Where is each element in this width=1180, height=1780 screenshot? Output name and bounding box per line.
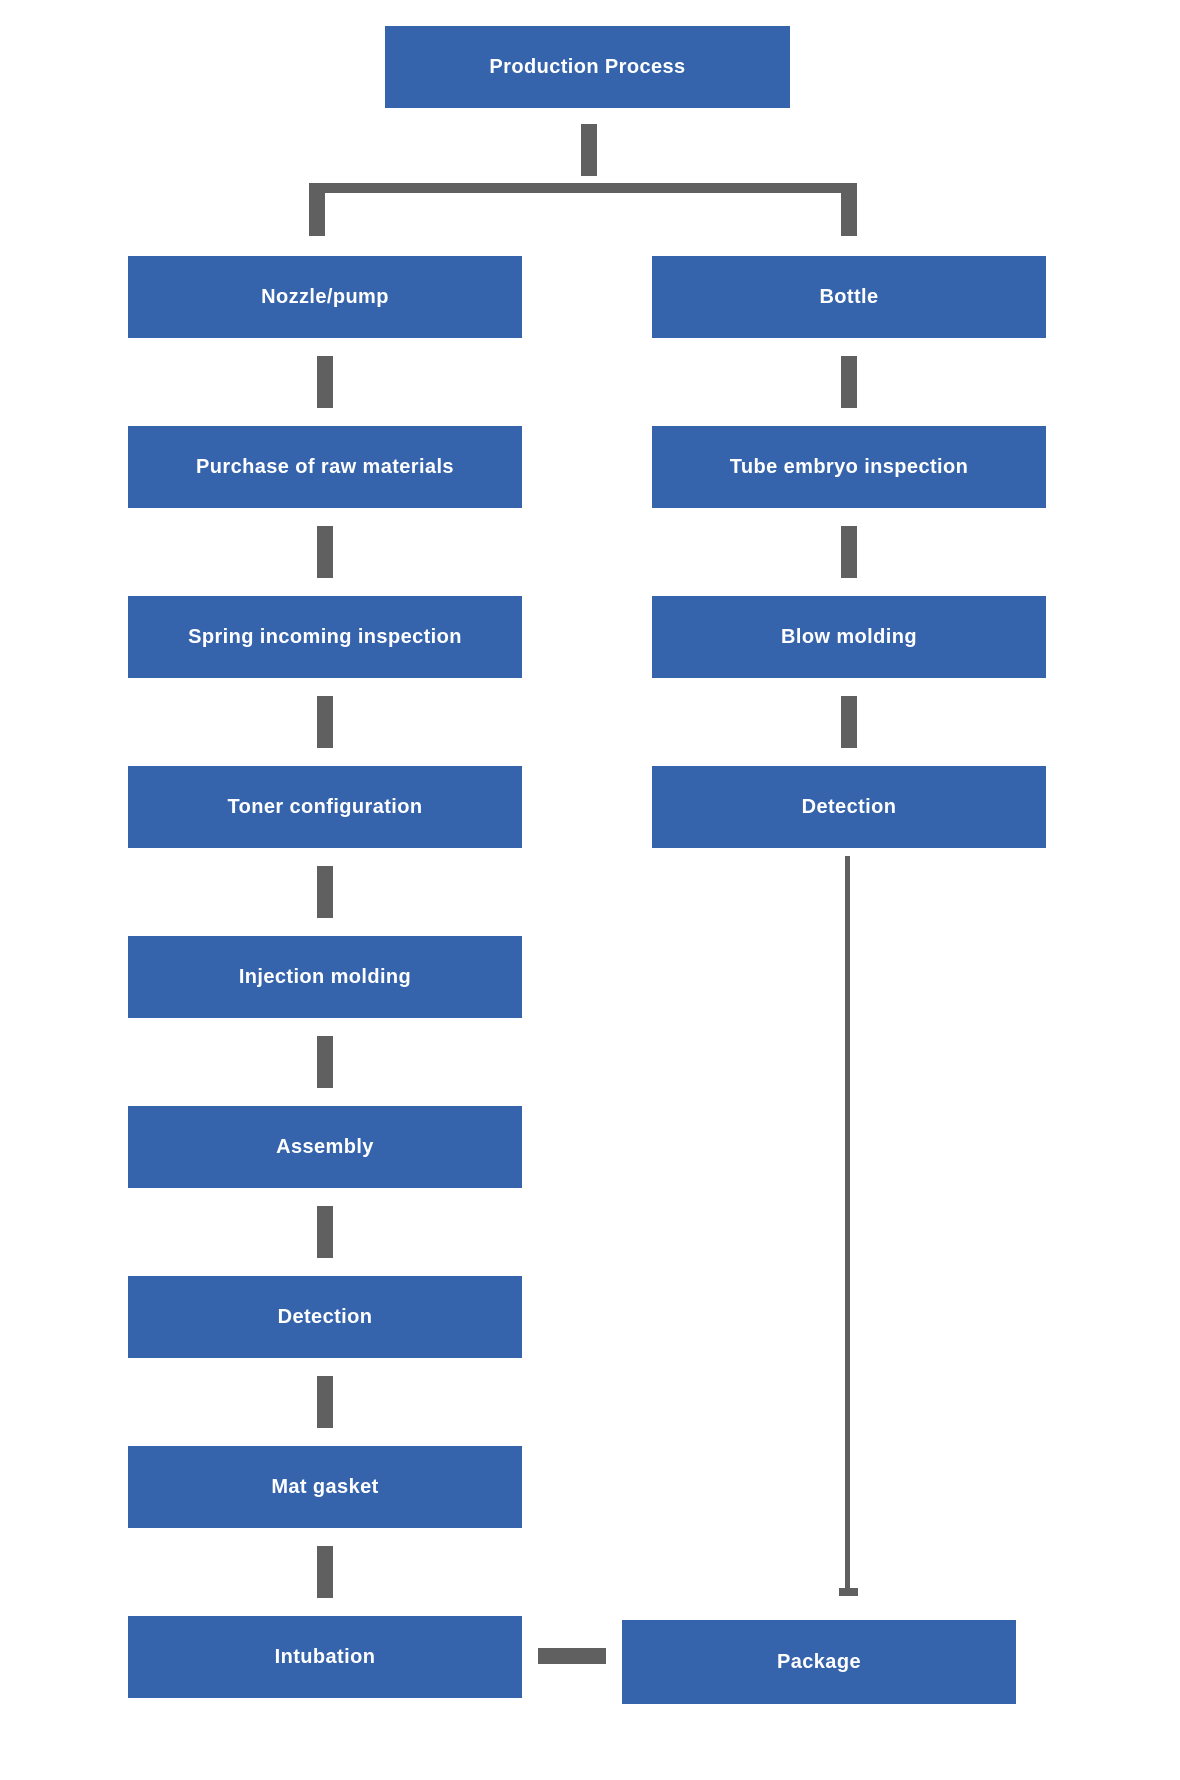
connector-left-4 (317, 866, 333, 918)
connector-left-3 (317, 696, 333, 748)
connector-intubation-to-package (538, 1648, 606, 1664)
node-toner-configuration: Toner configuration (128, 766, 522, 848)
node-production-process-label: Production Process (489, 56, 686, 78)
node-detection-left: Detection (128, 1276, 522, 1358)
node-tube-embryo-inspection: Tube embryo inspection (652, 426, 1046, 508)
node-purchase-raw-materials: Purchase of raw materials (128, 426, 522, 508)
connector-left-branch-stub (309, 183, 325, 236)
node-injection-molding-label: Injection molding (238, 966, 412, 988)
connector-detection-to-package-cap (839, 1588, 858, 1596)
node-intubation: Intubation (128, 1616, 522, 1698)
node-assembly-label: Assembly (276, 1136, 374, 1158)
connector-right-3 (841, 696, 857, 748)
node-package: Package (622, 1620, 1016, 1704)
connector-left-7 (317, 1376, 333, 1428)
node-bottle: Bottle (652, 256, 1046, 338)
connector-root-stub (581, 124, 597, 176)
connector-left-2 (317, 526, 333, 578)
connector-left-5 (317, 1036, 333, 1088)
node-injection-molding: Injection molding (128, 936, 522, 1018)
node-detection-right: Detection (652, 766, 1046, 848)
node-detection-left-label: Detection (277, 1306, 373, 1328)
node-blow-molding-label: Blow molding (781, 626, 917, 648)
node-production-process: Production Process (385, 26, 790, 108)
connector-left-6 (317, 1206, 333, 1258)
node-detection-right-label: Detection (801, 796, 897, 818)
node-mat-gasket-label: Mat gasket (271, 1476, 379, 1498)
node-intubation-label: Intubation (274, 1646, 376, 1668)
node-blow-molding: Blow molding (652, 596, 1046, 678)
connector-left-8 (317, 1546, 333, 1598)
node-spring-incoming-inspection: Spring incoming inspection (128, 596, 522, 678)
node-tube-embryo-inspection-label: Tube embryo inspection (729, 456, 969, 478)
node-spring-incoming-inspection-label: Spring incoming inspection (188, 626, 462, 648)
connector-left-1 (317, 356, 333, 408)
node-bottle-label: Bottle (819, 286, 879, 308)
connector-branch-bar (309, 183, 857, 193)
node-package-label: Package (777, 1651, 861, 1673)
connector-right-1 (841, 356, 857, 408)
connector-detection-to-package-line (845, 856, 850, 1588)
node-assembly: Assembly (128, 1106, 522, 1188)
node-toner-configuration-label: Toner configuration (227, 796, 423, 818)
node-nozzle-pump: Nozzle/pump (128, 256, 522, 338)
node-mat-gasket: Mat gasket (128, 1446, 522, 1528)
connector-right-branch-stub (841, 183, 857, 236)
node-nozzle-pump-label: Nozzle/pump (261, 286, 389, 308)
node-purchase-raw-materials-label: Purchase of raw materials (196, 456, 454, 478)
connector-right-2 (841, 526, 857, 578)
